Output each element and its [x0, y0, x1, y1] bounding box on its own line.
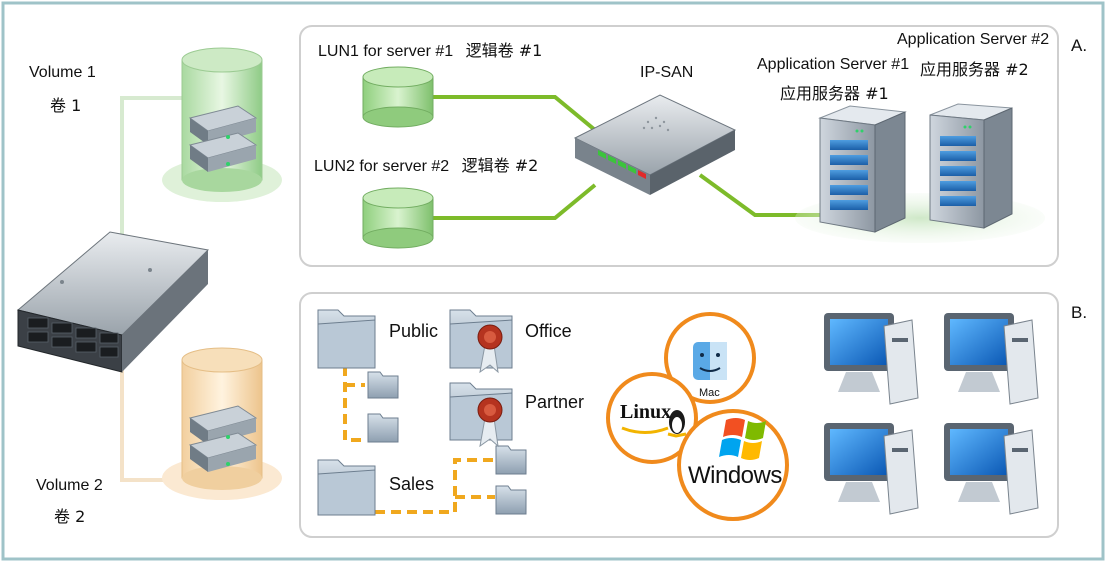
hard-drive-icon	[188, 105, 258, 172]
lun2-label-zh: 逻辑卷 #2	[461, 156, 539, 175]
hard-drive-icon	[188, 405, 258, 472]
folder-sales-label: Sales	[389, 474, 435, 494]
folder-icon	[317, 459, 376, 516]
rack-server-icon	[929, 103, 1013, 229]
app-server1-label: Application Server #1	[757, 56, 910, 73]
public-tree-link	[343, 350, 365, 442]
lun1-label: LUN1 for server #1 逻辑卷 #1	[318, 37, 542, 61]
volume2-zh-label: 卷 2	[54, 507, 86, 526]
linux-label: Linux	[620, 401, 672, 423]
certificate-folder-icon	[449, 309, 513, 374]
folder-icon	[367, 413, 399, 443]
database-icon	[362, 66, 434, 128]
folder-icon	[367, 371, 399, 399]
folder-partner-label: Partner	[525, 392, 585, 412]
volume2-label: Volume 2	[36, 477, 103, 494]
windows-label: Windows	[688, 462, 782, 489]
volume1-link	[120, 96, 182, 238]
folder-icon	[495, 485, 527, 515]
app-server2-label: Application Server #2	[897, 31, 1050, 48]
mac-label: Mac	[699, 387, 720, 399]
database-icon	[162, 47, 282, 202]
linux-logo-icon	[606, 372, 698, 464]
certificate-folder-icon	[449, 382, 513, 448]
nas-server-icon	[16, 231, 210, 373]
lun1-label-zh: 逻辑卷 #1	[465, 41, 543, 60]
windows-logo-icon	[677, 409, 789, 521]
mac-logo-icon	[664, 312, 756, 404]
desktop-computer-icon	[824, 423, 919, 515]
folder-office-label: Office	[525, 321, 572, 341]
lun2-link	[432, 183, 597, 220]
lun1-link	[432, 95, 597, 132]
desktop-computer-icon	[944, 313, 1039, 405]
desktop-computer-icon	[824, 313, 919, 405]
database-icon	[362, 187, 434, 249]
lun1-label-en: LUN1 for server #1	[318, 43, 454, 60]
folder-icon	[317, 309, 376, 369]
section-b-letter: B.	[1071, 303, 1088, 322]
section-a-letter: A.	[1071, 36, 1088, 55]
desktop-computer-icon	[944, 423, 1039, 515]
volume1-label: Volume 1	[29, 64, 96, 81]
rack-server-icon	[818, 105, 907, 233]
folder-public-label: Public	[389, 321, 439, 341]
volume1-zh-label: 卷 1	[50, 96, 82, 115]
ip-san-label: IP-SAN	[640, 64, 694, 81]
folder-icon	[495, 445, 527, 475]
router-icon	[573, 94, 737, 195]
lun2-label-en: LUN2 for server #2	[314, 158, 450, 175]
database-icon	[162, 347, 282, 500]
lun2-label: LUN2 for server #2 逻辑卷 #2	[314, 152, 538, 176]
app-server2-zh-label: 应用服务器 #2	[920, 60, 1029, 79]
app-server1-zh-label: 应用服务器 #1	[780, 84, 889, 103]
volume2-link	[120, 355, 182, 482]
sales-tree-link	[375, 458, 495, 514]
